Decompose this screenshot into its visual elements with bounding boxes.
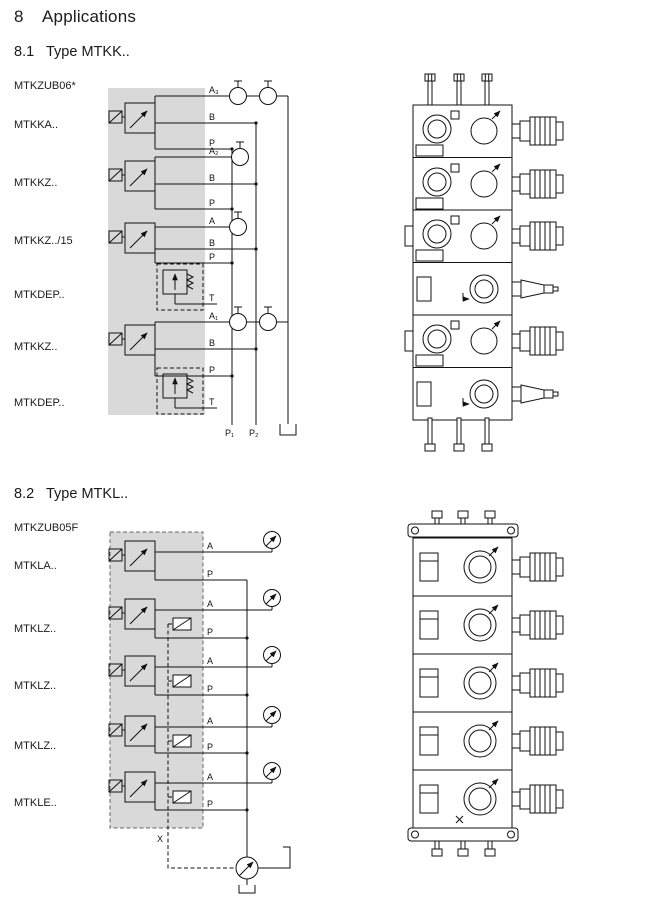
port-label: A₂	[209, 146, 219, 156]
port-label: P	[209, 365, 215, 375]
hand-knob	[511, 169, 564, 199]
hand-knob	[511, 610, 564, 640]
adjustment-screw	[511, 279, 559, 299]
port-label: A₁	[209, 311, 218, 321]
pilot-port-marker	[455, 815, 464, 824]
component-label: MTKZUB06*	[14, 80, 76, 92]
port-label: A	[207, 656, 213, 666]
port-label: A	[207, 541, 213, 551]
bolt-icon	[453, 417, 465, 452]
component-label: MTKDEP..	[14, 397, 65, 409]
subsection-title: Type MTKL..	[46, 486, 129, 502]
top-plate	[407, 523, 519, 538]
assembly-drawing-mtkl	[407, 510, 564, 857]
bottom-plate	[407, 827, 519, 842]
hand-knob	[511, 784, 564, 814]
pilot-valve-symbol	[172, 617, 192, 804]
subsection-number: 8.1	[14, 44, 35, 60]
tank-symbol	[279, 424, 297, 436]
hand-knob	[511, 221, 564, 251]
component-label: MTKLZ..	[14, 623, 57, 635]
pump-symbol	[235, 846, 291, 894]
measuring-coupling-icon	[229, 80, 277, 331]
port-label: A	[209, 216, 215, 226]
section-title: Applications	[42, 7, 137, 26]
component-label: MTKDEP..	[14, 289, 65, 301]
port-label: P	[209, 252, 215, 262]
section-heading: 8 Applications	[14, 7, 136, 27]
component-label: MTKZUB05F	[14, 522, 79, 534]
port-label: B	[209, 338, 215, 348]
port-label: T	[209, 293, 215, 303]
port-label: P	[209, 198, 215, 208]
bolt-icon	[481, 73, 493, 108]
hand-knob	[511, 116, 564, 146]
adjustment-screw	[511, 384, 559, 404]
port-label: P	[207, 799, 213, 809]
bolt-icon	[481, 417, 493, 452]
port-label: P	[209, 138, 215, 148]
component-label: MTKKZ..	[14, 177, 58, 189]
pilot-line	[167, 623, 236, 869]
port-label: P	[207, 742, 213, 752]
port-label: A	[207, 716, 213, 726]
hand-knob	[511, 326, 564, 356]
actuator-port-icon	[263, 531, 281, 780]
hydraulic-schematic-mtkl: A P A P A P A P A P X	[105, 531, 291, 894]
component-label: MTKLZ..	[14, 680, 57, 692]
port-label: P₂	[249, 428, 259, 438]
hand-knob	[511, 552, 564, 582]
component-label: MTKLE..	[14, 797, 57, 809]
subsection-title: Type MTKK..	[46, 44, 130, 60]
bolt-icon	[424, 73, 436, 108]
hydraulic-schematic-mtkk: A₃ B P A₂ B P A B P T A₁ B P T P₁ P₂	[108, 80, 297, 438]
component-label: MTKLZ..	[14, 740, 57, 752]
component-label: MTKKZ../15	[14, 235, 73, 247]
port-label: P	[207, 569, 213, 579]
bolt-icon	[484, 840, 496, 857]
component-label: MTKLA..	[14, 560, 57, 572]
port-label: A	[207, 599, 213, 609]
subsection-heading-mtkl: 8.2 Type MTKL..	[14, 486, 128, 502]
port-label: B	[209, 173, 215, 183]
component-label: MTKKZ..	[14, 341, 58, 353]
pressure-lines	[231, 96, 289, 425]
port-label: A	[207, 772, 213, 782]
port-label: B	[209, 112, 215, 122]
port-label: X	[157, 834, 163, 844]
port-label: P	[207, 627, 213, 637]
component-label: MTKKA..	[14, 119, 59, 131]
hand-knob	[511, 726, 564, 756]
bolt-icon	[424, 417, 436, 452]
hand-knob	[511, 668, 564, 698]
manifold-block	[108, 88, 205, 415]
subsection-heading-mtkk: 8.1 Type MTKK..	[14, 44, 130, 60]
subsection-number: 8.2	[14, 486, 35, 502]
assembly-drawing-mtkk	[404, 73, 564, 452]
bolt-icon	[457, 840, 469, 857]
port-label: B	[209, 238, 215, 248]
section-number: 8	[14, 7, 24, 26]
port-label: P₁	[225, 428, 234, 438]
bolt-icon	[431, 840, 443, 857]
port-label: P	[207, 684, 213, 694]
port-label: T	[209, 397, 215, 407]
port-label: A₃	[209, 85, 219, 95]
bolt-icon	[453, 73, 465, 108]
